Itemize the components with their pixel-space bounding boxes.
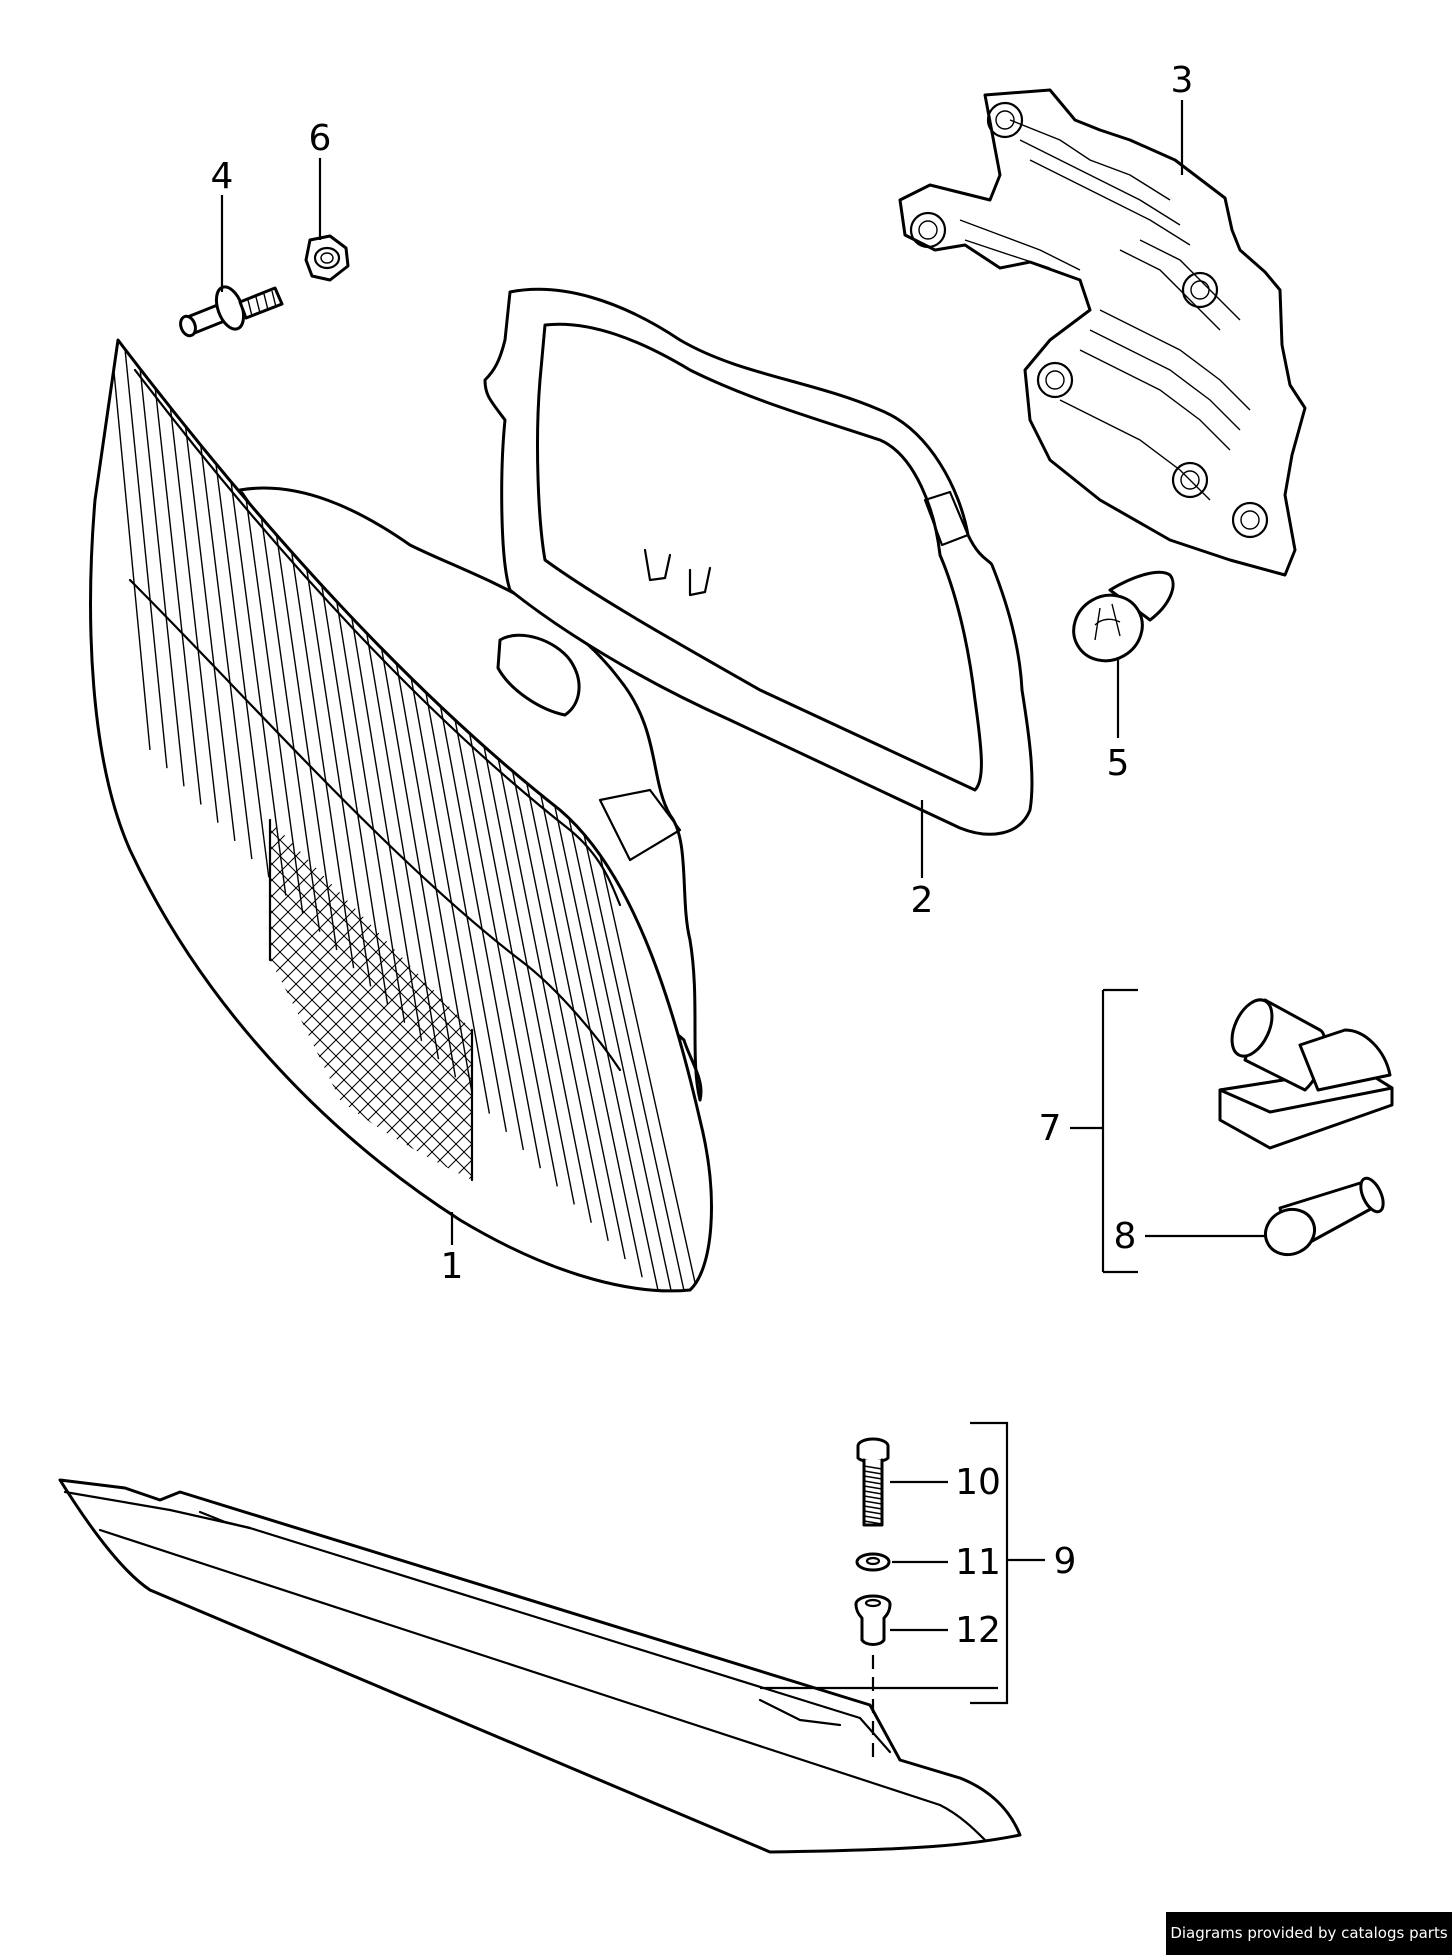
socket-part-7 — [1218, 998, 1394, 1150]
trim-panel — [58, 1478, 1022, 1854]
callout-5: 5 — [1107, 743, 1130, 784]
bulb-holder-part-3 — [898, 88, 1307, 577]
bulb-sockets — [909, 101, 1269, 539]
gasket-notch — [643, 548, 712, 597]
bulb-part-8 — [1264, 1176, 1385, 1257]
housing-tab — [496, 633, 581, 717]
callout-11: 11 — [955, 1542, 1001, 1583]
washer-part-11 — [855, 1552, 891, 1572]
screw-part-10 — [856, 1437, 890, 1527]
lens-segment-divider — [268, 818, 474, 1182]
callout-labels: 1 2 3 4 5 6 7 8 9 10 11 12 — [211, 60, 1194, 1651]
bulb-holder-plate — [898, 88, 1307, 577]
stud-part-4 — [179, 285, 284, 338]
callout-1: 1 — [441, 1246, 464, 1287]
callout-9: 9 — [1054, 1541, 1077, 1582]
gasket-inner — [536, 322, 983, 792]
nut-part-6 — [304, 234, 350, 282]
callout-4: 4 — [211, 156, 234, 197]
housing-step — [598, 788, 682, 862]
callout-6: 6 — [309, 118, 332, 159]
bracket-7 — [1070, 988, 1138, 1274]
callout-7: 7 — [1039, 1108, 1062, 1149]
lamp-lens — [89, 338, 713, 1293]
callout-8: 8 — [1114, 1216, 1137, 1257]
gasket-tab — [923, 490, 970, 547]
bulb-part-5 — [1072, 570, 1175, 663]
circuit-traces — [959, 119, 1251, 501]
callout-10: 10 — [955, 1462, 1001, 1503]
lens-top-band — [133, 368, 622, 907]
callout-2: 2 — [911, 880, 934, 921]
bush-part-12 — [854, 1594, 892, 1646]
lens-inner-band — [128, 578, 622, 1072]
callout-12: 12 — [955, 1610, 1001, 1651]
bracket-9 — [970, 1421, 1045, 1705]
gasket-part-2 — [483, 287, 1034, 836]
callout-3: 3 — [1171, 60, 1194, 101]
leader-lines — [220, 100, 1265, 1760]
credit-banner: Diagrams provided by catalogs parts — [1166, 1912, 1452, 1955]
